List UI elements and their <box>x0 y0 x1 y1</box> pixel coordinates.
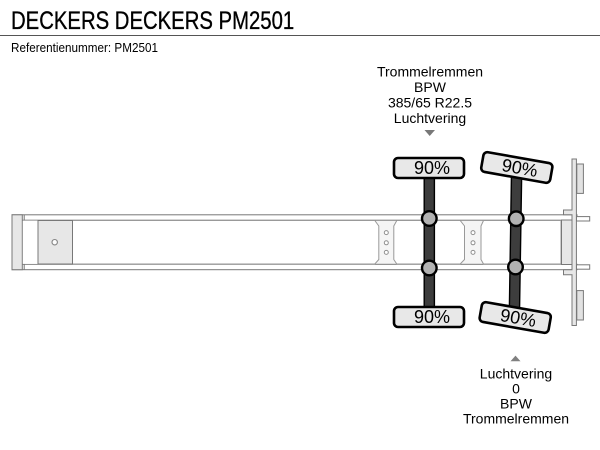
svg-text:0: 0 <box>512 381 520 397</box>
svg-text:90%: 90% <box>414 158 450 178</box>
svg-text:BPW: BPW <box>500 396 533 412</box>
svg-text:BPW: BPW <box>414 79 447 95</box>
svg-text:90%: 90% <box>414 307 450 327</box>
svg-text:Luchtvering: Luchtvering <box>394 110 466 126</box>
svg-text:90%: 90% <box>499 305 538 331</box>
svg-text:Luchtvering: Luchtvering <box>480 366 552 382</box>
svg-text:90%: 90% <box>500 155 539 181</box>
svg-text:385/65 R22.5: 385/65 R22.5 <box>388 95 472 111</box>
svg-text:Trommelremmen: Trommelremmen <box>463 411 569 427</box>
svg-text:Trommelremmen: Trommelremmen <box>377 64 483 80</box>
